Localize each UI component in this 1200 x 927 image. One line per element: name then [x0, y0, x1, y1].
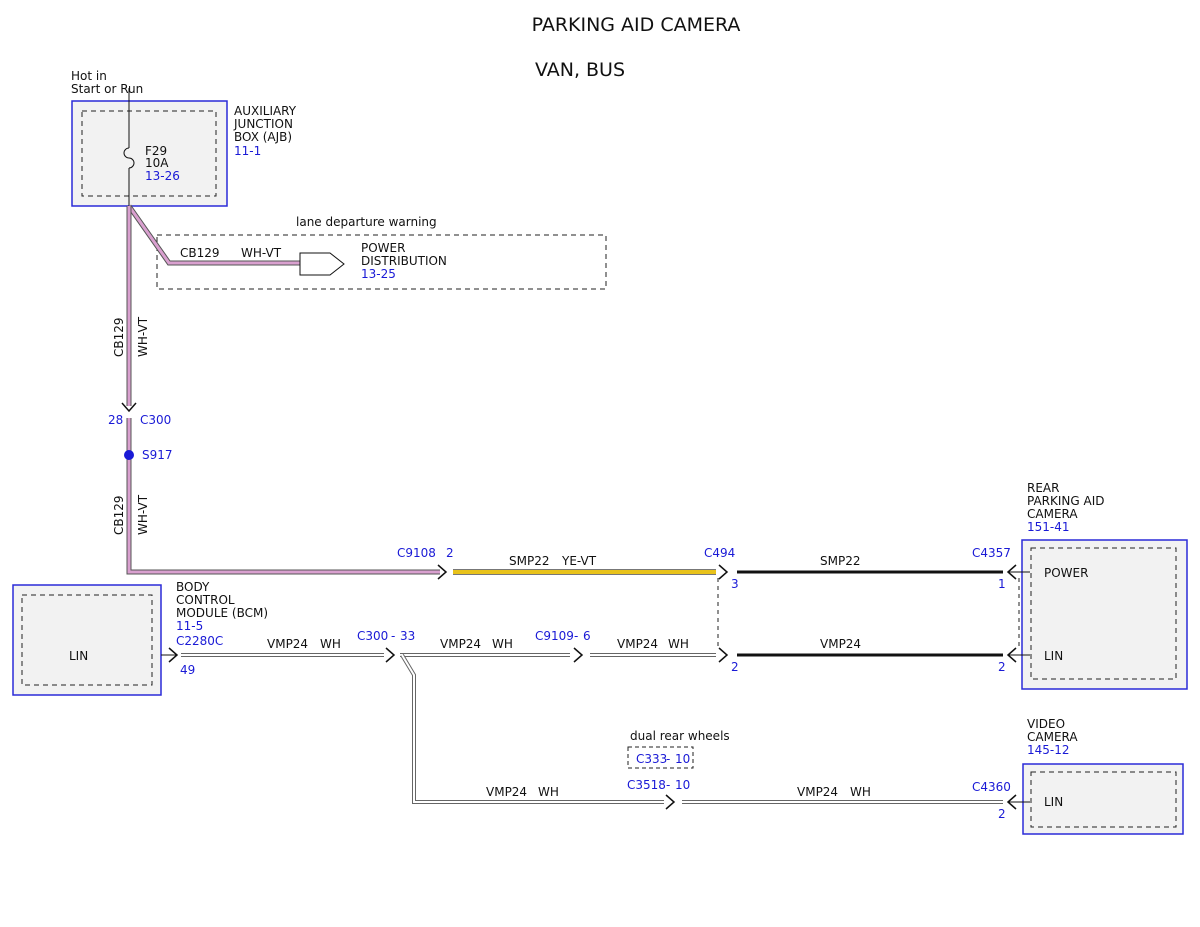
c300-lin-dash: - — [391, 629, 395, 643]
c333-id[interactable]: C333 — [636, 752, 667, 766]
c3518-dash: - — [666, 778, 670, 792]
page-title: PARKING AID CAMERA — [532, 14, 741, 36]
bcm-module[interactable] — [12, 584, 162, 696]
dual-rear-note: dual rear wheels — [630, 729, 730, 743]
power-distribution-line1: POWER — [361, 241, 405, 255]
seg2-color: WH — [492, 637, 513, 651]
ajb-module[interactable] — [71, 100, 228, 207]
c9108-id[interactable]: C9108 — [397, 546, 436, 560]
power-distribution-line2: DISTRIBUTION — [361, 254, 447, 268]
video-camera-module[interactable] — [1022, 763, 1184, 835]
ajb-name-line2: JUNCTION — [233, 117, 293, 131]
bcm-name-line1: BODY — [176, 580, 210, 594]
video-seg2-circuit: VMP24 — [797, 785, 838, 799]
wire-cb129-lower[interactable] — [126, 418, 440, 575]
c9109-dash: - — [574, 629, 578, 643]
c494-id[interactable]: C494 — [704, 546, 735, 560]
bcm-ref[interactable]: 11-5 — [176, 619, 203, 633]
page-subtitle: VAN, BUS — [535, 59, 625, 81]
c494-pin-top: 3 — [731, 577, 739, 591]
c300-lin-pin: 33 — [400, 629, 415, 643]
splice-id[interactable]: S917 — [142, 448, 173, 462]
video-seg2-color: WH — [850, 785, 871, 799]
fuse-rating: 10A — [145, 156, 169, 170]
seg2-circuit: VMP24 — [440, 637, 481, 651]
power-distribution-ref[interactable]: 13-25 — [361, 267, 396, 281]
c9109-id[interactable]: C9109 — [535, 629, 574, 643]
bcm-name-line3: MODULE (BCM) — [176, 606, 268, 620]
wire-vmp24-video-branch[interactable] — [400, 653, 664, 804]
seg1-circuit: VMP24 — [267, 637, 308, 651]
bcm-name-line2: CONTROL — [176, 593, 235, 607]
rear-camera-module[interactable] — [1021, 539, 1188, 690]
seg3-circuit: VMP24 — [617, 637, 658, 651]
seg3-color: WH — [668, 637, 689, 651]
dual-rear-option-box — [627, 746, 694, 769]
c3518-id[interactable]: C3518 — [627, 778, 666, 792]
power-source-line1: Hot in — [71, 69, 107, 83]
c4357-pin-lin: 2 — [998, 660, 1006, 674]
bcm-lin-label: LIN — [69, 649, 88, 663]
c3518-pin: 10 — [675, 778, 690, 792]
c2280c-pin: 49 — [180, 663, 195, 677]
rear-camera-power-label: POWER — [1044, 566, 1088, 580]
c3518-arrow-icon — [665, 794, 676, 810]
rear-camera-line3: CAMERA — [1027, 507, 1078, 521]
smp22-black-circuit: SMP22 — [820, 554, 860, 568]
lower-wire-color: WH-VT — [136, 494, 150, 535]
rear-camera-line1: REAR — [1027, 481, 1059, 495]
upper-wire-circuit: CB129 — [112, 317, 126, 357]
video-camera-line2: CAMERA — [1027, 730, 1078, 744]
rear-camera-ref[interactable]: 151-41 — [1027, 520, 1070, 534]
wire-cb129-branch[interactable] — [126, 204, 300, 266]
c300-top-pin: 28 — [108, 413, 123, 427]
power-source-line2: Start or Run — [71, 82, 143, 96]
fuse-ref[interactable]: 13-26 — [145, 169, 180, 183]
vmp24-black-circuit: VMP24 — [820, 637, 861, 651]
c9109-arrow-icon — [573, 647, 584, 663]
lower-wire-circuit: CB129 — [112, 495, 126, 535]
c494-bottom-arrow-icon — [718, 647, 729, 663]
branch-wire-color: WH-VT — [241, 246, 282, 260]
video-camera-line1: VIDEO — [1027, 717, 1065, 731]
splice-s917-dot[interactable] — [124, 450, 134, 460]
c300-lin-id[interactable]: C300 — [357, 629, 388, 643]
smp22-circuit: SMP22 — [509, 554, 549, 568]
lane-departure-note: lane departure warning — [296, 215, 437, 229]
c300-connector-arrow-icon — [121, 402, 137, 413]
branch-wire-circuit: CB129 — [180, 246, 220, 260]
c2280c-id[interactable]: C2280C — [176, 634, 223, 648]
c4360-id[interactable]: C4360 — [972, 780, 1011, 794]
c9109-pin: 6 — [583, 629, 591, 643]
smp22-color: YE-VT — [561, 554, 597, 568]
rear-camera-lin-label: LIN — [1044, 649, 1063, 663]
rear-camera-line2: PARKING AID — [1027, 494, 1105, 508]
c4357-pin-power: 1 — [998, 577, 1006, 591]
fuse-id: F29 — [145, 144, 167, 158]
c4357-id[interactable]: C4357 — [972, 546, 1011, 560]
upper-wire-color: WH-VT — [136, 316, 150, 357]
video-seg1-circuit: VMP24 — [486, 785, 527, 799]
fuse-f29-icon — [123, 88, 135, 206]
ajb-name-line3: BOX (AJB) — [234, 130, 292, 144]
c4360-pin: 2 — [998, 807, 1006, 821]
seg1-color: WH — [320, 637, 341, 651]
ajb-ref[interactable]: 11-1 — [234, 144, 261, 158]
c9108-pin: 2 — [446, 546, 454, 560]
power-distribution-arrow-icon — [299, 252, 345, 276]
c494-pin-bottom: 2 — [731, 660, 739, 674]
c300-lin-arrow-icon — [385, 647, 396, 663]
c494-top-arrow-icon — [718, 564, 729, 580]
c300-top-id[interactable]: C300 — [140, 413, 171, 427]
c9108-connector-arrow-icon — [437, 564, 448, 580]
video-camera-lin-label: LIN — [1044, 795, 1063, 809]
video-camera-ref[interactable]: 145-12 — [1027, 743, 1070, 757]
c333-dash: - — [666, 752, 670, 766]
c333-pin: 10 — [675, 752, 690, 766]
ajb-name-line1: AUXILIARY — [234, 104, 297, 118]
video-seg1-color: WH — [538, 785, 559, 799]
